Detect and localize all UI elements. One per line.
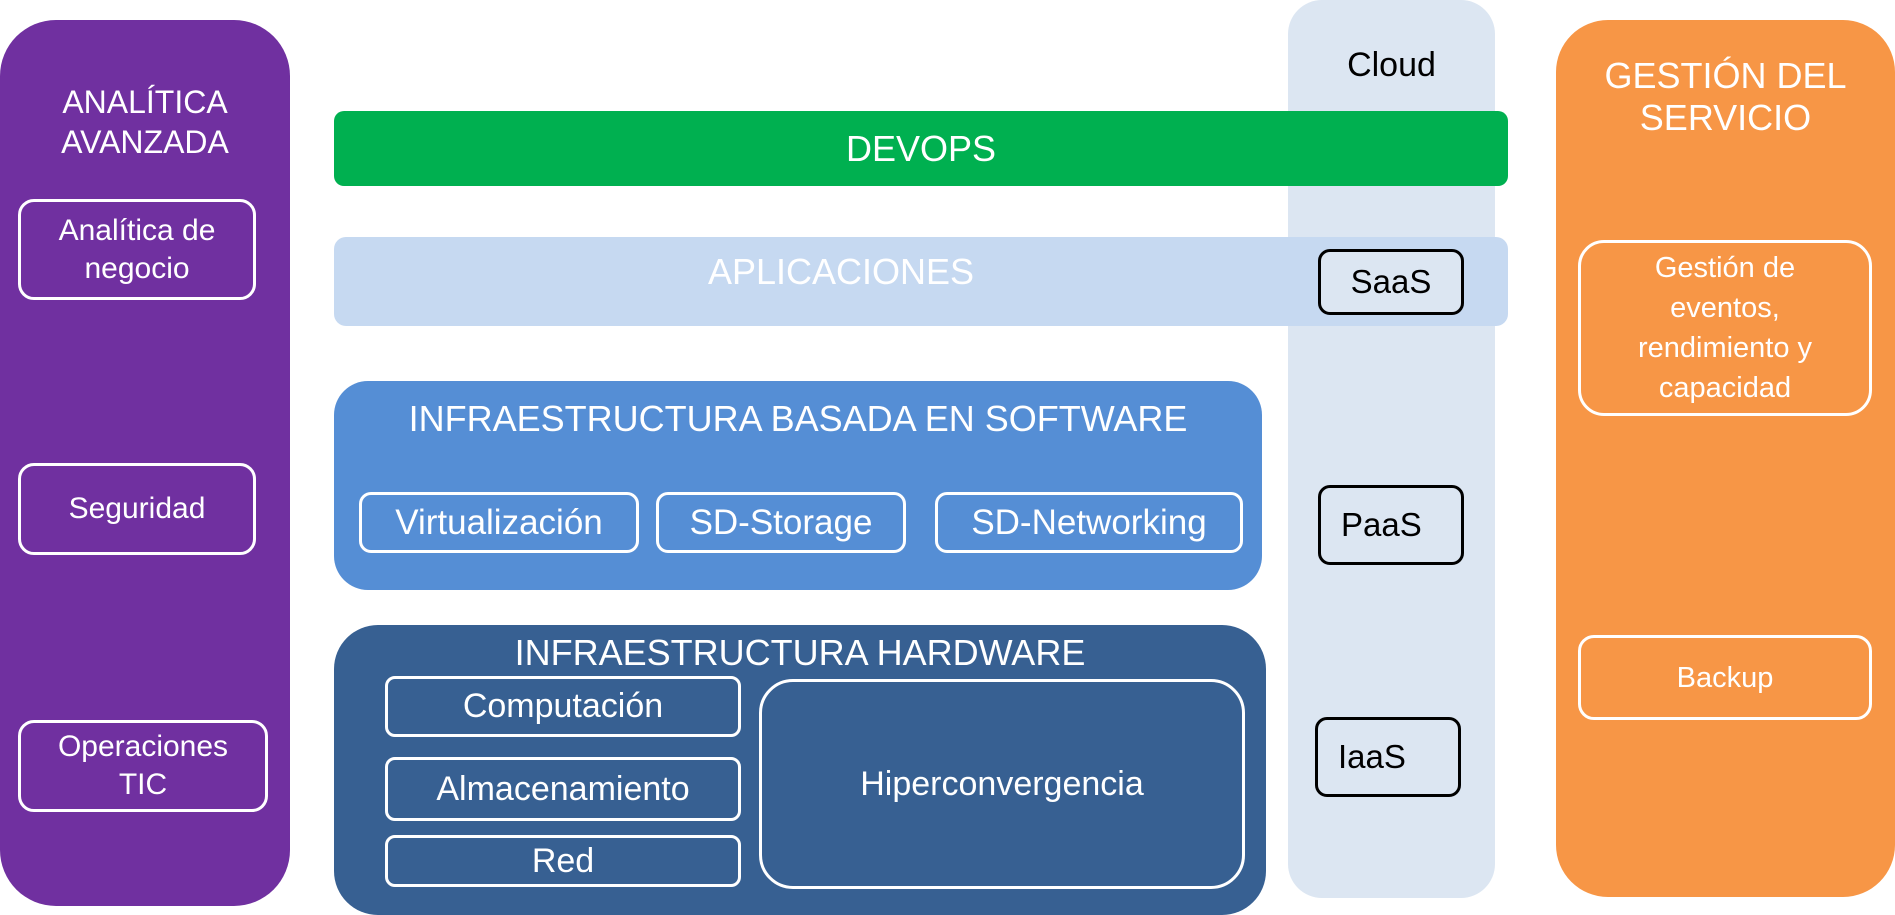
analytics-title-line2: AVANZADA (61, 124, 229, 160)
network-label: Red (531, 841, 595, 880)
hardware-infrastructure-title: INFRAESTRUCTURA HARDWARE (514, 632, 1086, 673)
applications-bar[interactable] (334, 237, 1508, 326)
cloud-level-iaas[interactable]: IaaS (1315, 717, 1461, 797)
hw-item-hyperconvergence[interactable]: Hiperconvergencia (759, 679, 1245, 889)
event-line2: eventos, (1670, 292, 1780, 324)
storage-label: Almacenamiento (436, 769, 690, 808)
sw-item-sd-storage[interactable]: SD-Storage (656, 492, 906, 553)
service-item-event-management[interactable]: Gestión de eventos, rendimiento y capaci… (1578, 240, 1872, 416)
saas-label: SaaS (1350, 263, 1432, 300)
service-title-line2: SERVICIO (1639, 97, 1812, 138)
hyperconvergence-label: Hiperconvergencia (860, 764, 1144, 803)
hw-item-compute[interactable]: Computación (385, 676, 741, 737)
software-infrastructure-title: INFRAESTRUCTURA BASADA EN SOFTWARE (408, 398, 1188, 439)
paas-label: PaaS (1341, 506, 1422, 543)
analytics-item-ict-operations[interactable]: Operaciones TIC (18, 720, 268, 812)
service-management-column (1556, 20, 1895, 897)
backup-label: Backup (1676, 661, 1774, 694)
software-infrastructure-panel (334, 381, 1262, 590)
service-management-title: GESTIÓN DEL SERVICIO (1556, 55, 1895, 139)
sd-networking-label: SD-Networking (971, 502, 1207, 542)
devops-label: DEVOPS (845, 127, 997, 169)
analytics-item-business[interactable]: Analítica de negocio (18, 199, 256, 300)
applications-label: APLICACIONES (707, 251, 975, 292)
analytics-item-security[interactable]: Seguridad (18, 463, 256, 555)
analytics-item-ict-operations-line1: Operaciones (57, 730, 229, 763)
analytics-title: ANALÍTICA AVANZADA (0, 82, 290, 162)
hw-item-storage[interactable]: Almacenamiento (385, 757, 741, 821)
analytics-item-security-label: Seguridad (68, 492, 206, 525)
cloud-level-paas[interactable]: PaaS (1318, 485, 1464, 565)
event-line1: Gestión de (1654, 252, 1796, 284)
hardware-infrastructure-panel (334, 625, 1266, 915)
analytics-item-business-line1: Analítica de (58, 213, 216, 247)
analytics-item-ict-operations-line2: TIC (118, 768, 168, 801)
iaas-label: IaaS (1338, 738, 1406, 775)
virtualization-label: Virtualización (395, 502, 603, 542)
event-line4: capacidad (1658, 372, 1792, 404)
sw-item-sd-networking[interactable]: SD-Networking (935, 492, 1243, 553)
devops-bar[interactable]: DEVOPS (334, 111, 1508, 186)
cloud-level-saas[interactable]: SaaS (1318, 249, 1464, 315)
service-item-backup[interactable]: Backup (1578, 635, 1872, 720)
hw-item-network[interactable]: Red (385, 835, 741, 887)
analytics-title-line1: ANALÍTICA (62, 84, 228, 120)
sd-storage-label: SD-Storage (689, 502, 873, 542)
event-line3: rendimiento y (1637, 332, 1813, 364)
compute-label: Computación (462, 687, 664, 725)
analytics-item-business-line2: negocio (84, 251, 190, 285)
cloud-title: Cloud (1347, 46, 1436, 84)
service-title-line1: GESTIÓN DEL (1604, 55, 1847, 96)
sw-item-virtualization[interactable]: Virtualización (359, 492, 639, 553)
